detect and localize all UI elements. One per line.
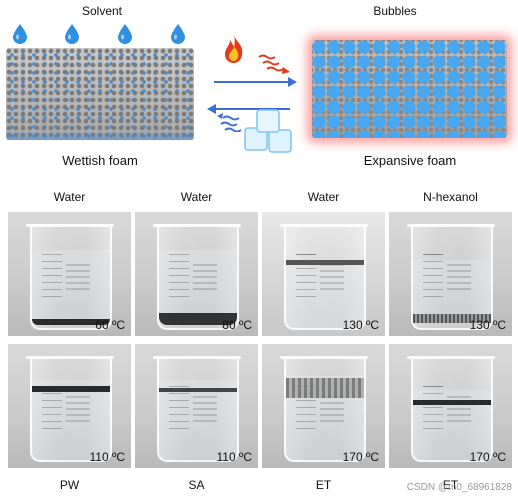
material-label: ET bbox=[315, 478, 332, 492]
floating-layer bbox=[286, 260, 364, 265]
foam-layer bbox=[286, 378, 364, 398]
beaker bbox=[26, 356, 114, 462]
right-arrow-icon bbox=[214, 77, 297, 87]
beaker-photo: 80 ºC bbox=[135, 212, 258, 336]
temperature-label: 170 ºC bbox=[342, 450, 379, 464]
floating-layer bbox=[413, 400, 491, 405]
ice-cubes-icon bbox=[244, 109, 292, 153]
watermark: CSDN @m0_68961828 bbox=[406, 482, 512, 493]
sediment-layer bbox=[413, 314, 491, 323]
bubbles-label: Bubbles bbox=[373, 4, 417, 18]
material-label: PW bbox=[59, 478, 80, 492]
column-header: Water bbox=[307, 190, 340, 204]
floating-layer bbox=[32, 386, 110, 392]
column-header: N-hexanol bbox=[423, 190, 478, 204]
floating-layer bbox=[159, 388, 237, 392]
sediment-layer bbox=[159, 313, 237, 325]
wettish-foam-illustration bbox=[6, 48, 194, 140]
column-header: Water bbox=[180, 190, 213, 204]
temperature-label: 110 ºC bbox=[89, 450, 125, 464]
temperature-label: 130 ºC bbox=[342, 318, 379, 332]
heat-waves-icon bbox=[258, 54, 290, 74]
beaker bbox=[407, 356, 495, 462]
flame-icon bbox=[225, 35, 243, 63]
column-header: Water bbox=[53, 190, 86, 204]
beaker-photo: 60 ºC bbox=[8, 212, 131, 336]
expansive-foam-label: Expansive foam bbox=[363, 153, 457, 168]
beaker bbox=[280, 356, 368, 462]
temperature-label: 130 ºC bbox=[469, 318, 506, 332]
temperature-label: 80 ºC bbox=[222, 318, 252, 332]
beaker bbox=[153, 224, 241, 330]
water-drop-icon bbox=[171, 24, 185, 44]
wettish-foam-label: Wettish foam bbox=[62, 153, 138, 168]
beaker bbox=[26, 224, 114, 330]
beaker-photo: 130 ºC bbox=[262, 212, 385, 336]
beaker-photo: 170 ºC bbox=[262, 344, 385, 468]
temperature-label: 60 ºC bbox=[95, 318, 125, 332]
beaker-photo: 110 ºC bbox=[8, 344, 131, 468]
material-label: SA bbox=[188, 478, 205, 492]
material-label: ET bbox=[442, 478, 459, 492]
water-drop-icon bbox=[13, 24, 27, 44]
beaker-photo: 170 ºC bbox=[389, 344, 512, 468]
left-arrow-icon bbox=[207, 104, 290, 114]
water-drop-icon bbox=[65, 24, 79, 44]
solvent-label: Solvent bbox=[81, 4, 123, 18]
temperature-label: 110 ºC bbox=[216, 450, 252, 464]
expansive-foam-illustration bbox=[312, 40, 507, 138]
beaker bbox=[153, 356, 241, 462]
beaker-photo: 130 ºC bbox=[389, 212, 512, 336]
beaker bbox=[280, 224, 368, 330]
water-drop-icon bbox=[118, 24, 132, 44]
cold-waves-icon bbox=[217, 113, 242, 132]
temperature-label: 170 ºC bbox=[469, 450, 506, 464]
sediment-layer bbox=[32, 319, 110, 325]
beaker-photo: 110 ºC bbox=[135, 344, 258, 468]
beaker bbox=[407, 224, 495, 330]
